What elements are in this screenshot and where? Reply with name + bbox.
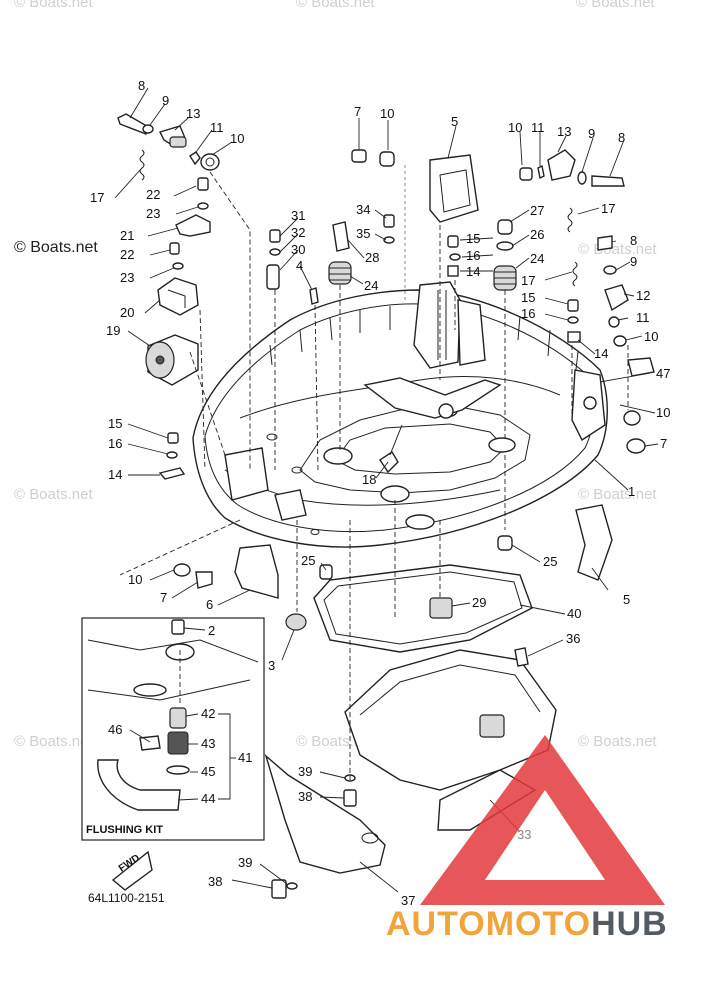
callout: 17	[90, 190, 104, 205]
callout: 44	[201, 791, 215, 806]
callout-labels: 8 9 13 11 10 17 22 23 21 22 23 20 19 7 1…	[90, 78, 670, 908]
callout: 13	[186, 106, 200, 121]
callout: 25	[301, 553, 315, 568]
callout: 39	[238, 855, 252, 870]
callout: 10	[644, 329, 658, 344]
callout: 23	[146, 206, 160, 221]
callout: 17	[601, 201, 615, 216]
callout: 14	[594, 346, 608, 361]
watermark: © Boats.net	[14, 733, 93, 750]
callout: 13	[557, 124, 571, 139]
callout: 40	[567, 606, 581, 621]
drawing-code: 64L1100-2151	[88, 891, 165, 905]
callout: 30	[291, 242, 305, 257]
callout: 9	[630, 254, 637, 269]
callout: 10	[128, 572, 142, 587]
callout: 6	[206, 597, 213, 612]
callout: 15	[466, 231, 480, 246]
callout: 16	[521, 306, 535, 321]
callout: 42	[201, 706, 215, 721]
bottom-cowling	[192, 281, 608, 548]
callout: 24	[364, 278, 378, 293]
callout: 26	[530, 227, 544, 242]
callout: 38	[208, 874, 222, 889]
callout: 12	[636, 288, 650, 303]
callout: 11	[531, 120, 545, 135]
callout: 41	[238, 750, 252, 765]
callout: 8	[138, 78, 145, 93]
callout: 8	[618, 130, 625, 145]
callout: 21	[120, 228, 134, 243]
callout: 39	[298, 764, 312, 779]
callout: 35	[356, 226, 370, 241]
callout: 38	[298, 789, 312, 804]
callout: 20	[120, 305, 134, 320]
upper-left-hardware	[117, 113, 220, 480]
callout: 5	[451, 114, 458, 129]
watermark: © Boats.net	[578, 486, 657, 503]
callout: 10	[656, 405, 670, 420]
callout: 11	[636, 310, 650, 325]
callout: 32	[291, 225, 305, 240]
watermark: © Boats.net	[576, 0, 655, 11]
callout: 16	[108, 436, 122, 451]
callout: 36	[566, 631, 580, 646]
callout: 22	[120, 247, 134, 262]
callout: 10	[230, 131, 244, 146]
callout: 5	[623, 592, 630, 607]
callout: 15	[108, 416, 122, 431]
callout: 23	[120, 270, 134, 285]
callout: 22	[146, 187, 160, 202]
callout: 17	[521, 273, 535, 288]
callout: 47	[656, 366, 670, 381]
callout: 46	[108, 722, 122, 737]
leader-lines	[114, 87, 659, 893]
watermark: © Boats.net	[14, 486, 93, 503]
watermark: © Boats.net	[14, 0, 93, 11]
callout: 24	[530, 251, 544, 266]
callout: 25	[543, 554, 557, 569]
callout: 7	[660, 436, 667, 451]
flushing-kit-inset	[81, 617, 265, 891]
inset-title: FLUSHING KIT	[86, 824, 163, 836]
watermark-dark: © Boats.net	[14, 239, 98, 256]
assembly-guides	[119, 165, 629, 780]
watermark: © Boats.net	[578, 733, 657, 750]
callout: 34	[356, 202, 370, 217]
callout: 8	[630, 233, 637, 248]
callout: 15	[521, 290, 535, 305]
callout: 19	[106, 323, 120, 338]
callout: 3	[268, 658, 275, 673]
callout: 37	[401, 893, 415, 908]
callout: 10	[508, 120, 522, 135]
callout: 18	[362, 472, 376, 487]
callout: 9	[588, 126, 595, 141]
callout: 2	[208, 623, 215, 638]
callout: 28	[365, 250, 379, 265]
brand-text: AUTOMOTOHUB	[386, 905, 668, 944]
callout: 43	[201, 736, 215, 751]
callout: 27	[530, 203, 544, 218]
watermark: © Boats.net	[296, 0, 375, 11]
lower-parts	[173, 544, 557, 899]
brand-hub: HUB	[591, 905, 668, 943]
callout: 14	[466, 264, 480, 279]
callout: 4	[296, 258, 303, 273]
callout: 14	[108, 467, 122, 482]
callout: 10	[380, 106, 394, 121]
upper-right-hardware	[497, 149, 655, 581]
brand-auto: AUTOMOTO	[386, 905, 592, 943]
callout: 1	[628, 484, 635, 499]
callout: 9	[162, 93, 169, 108]
callout: 7	[354, 104, 361, 119]
callout: 31	[291, 208, 305, 223]
callout: 45	[201, 764, 215, 779]
callout: 16	[466, 248, 480, 263]
callout: 7	[160, 590, 167, 605]
callout: 11	[210, 120, 224, 135]
automotohub-logo	[420, 735, 665, 905]
callout: 29	[472, 595, 486, 610]
